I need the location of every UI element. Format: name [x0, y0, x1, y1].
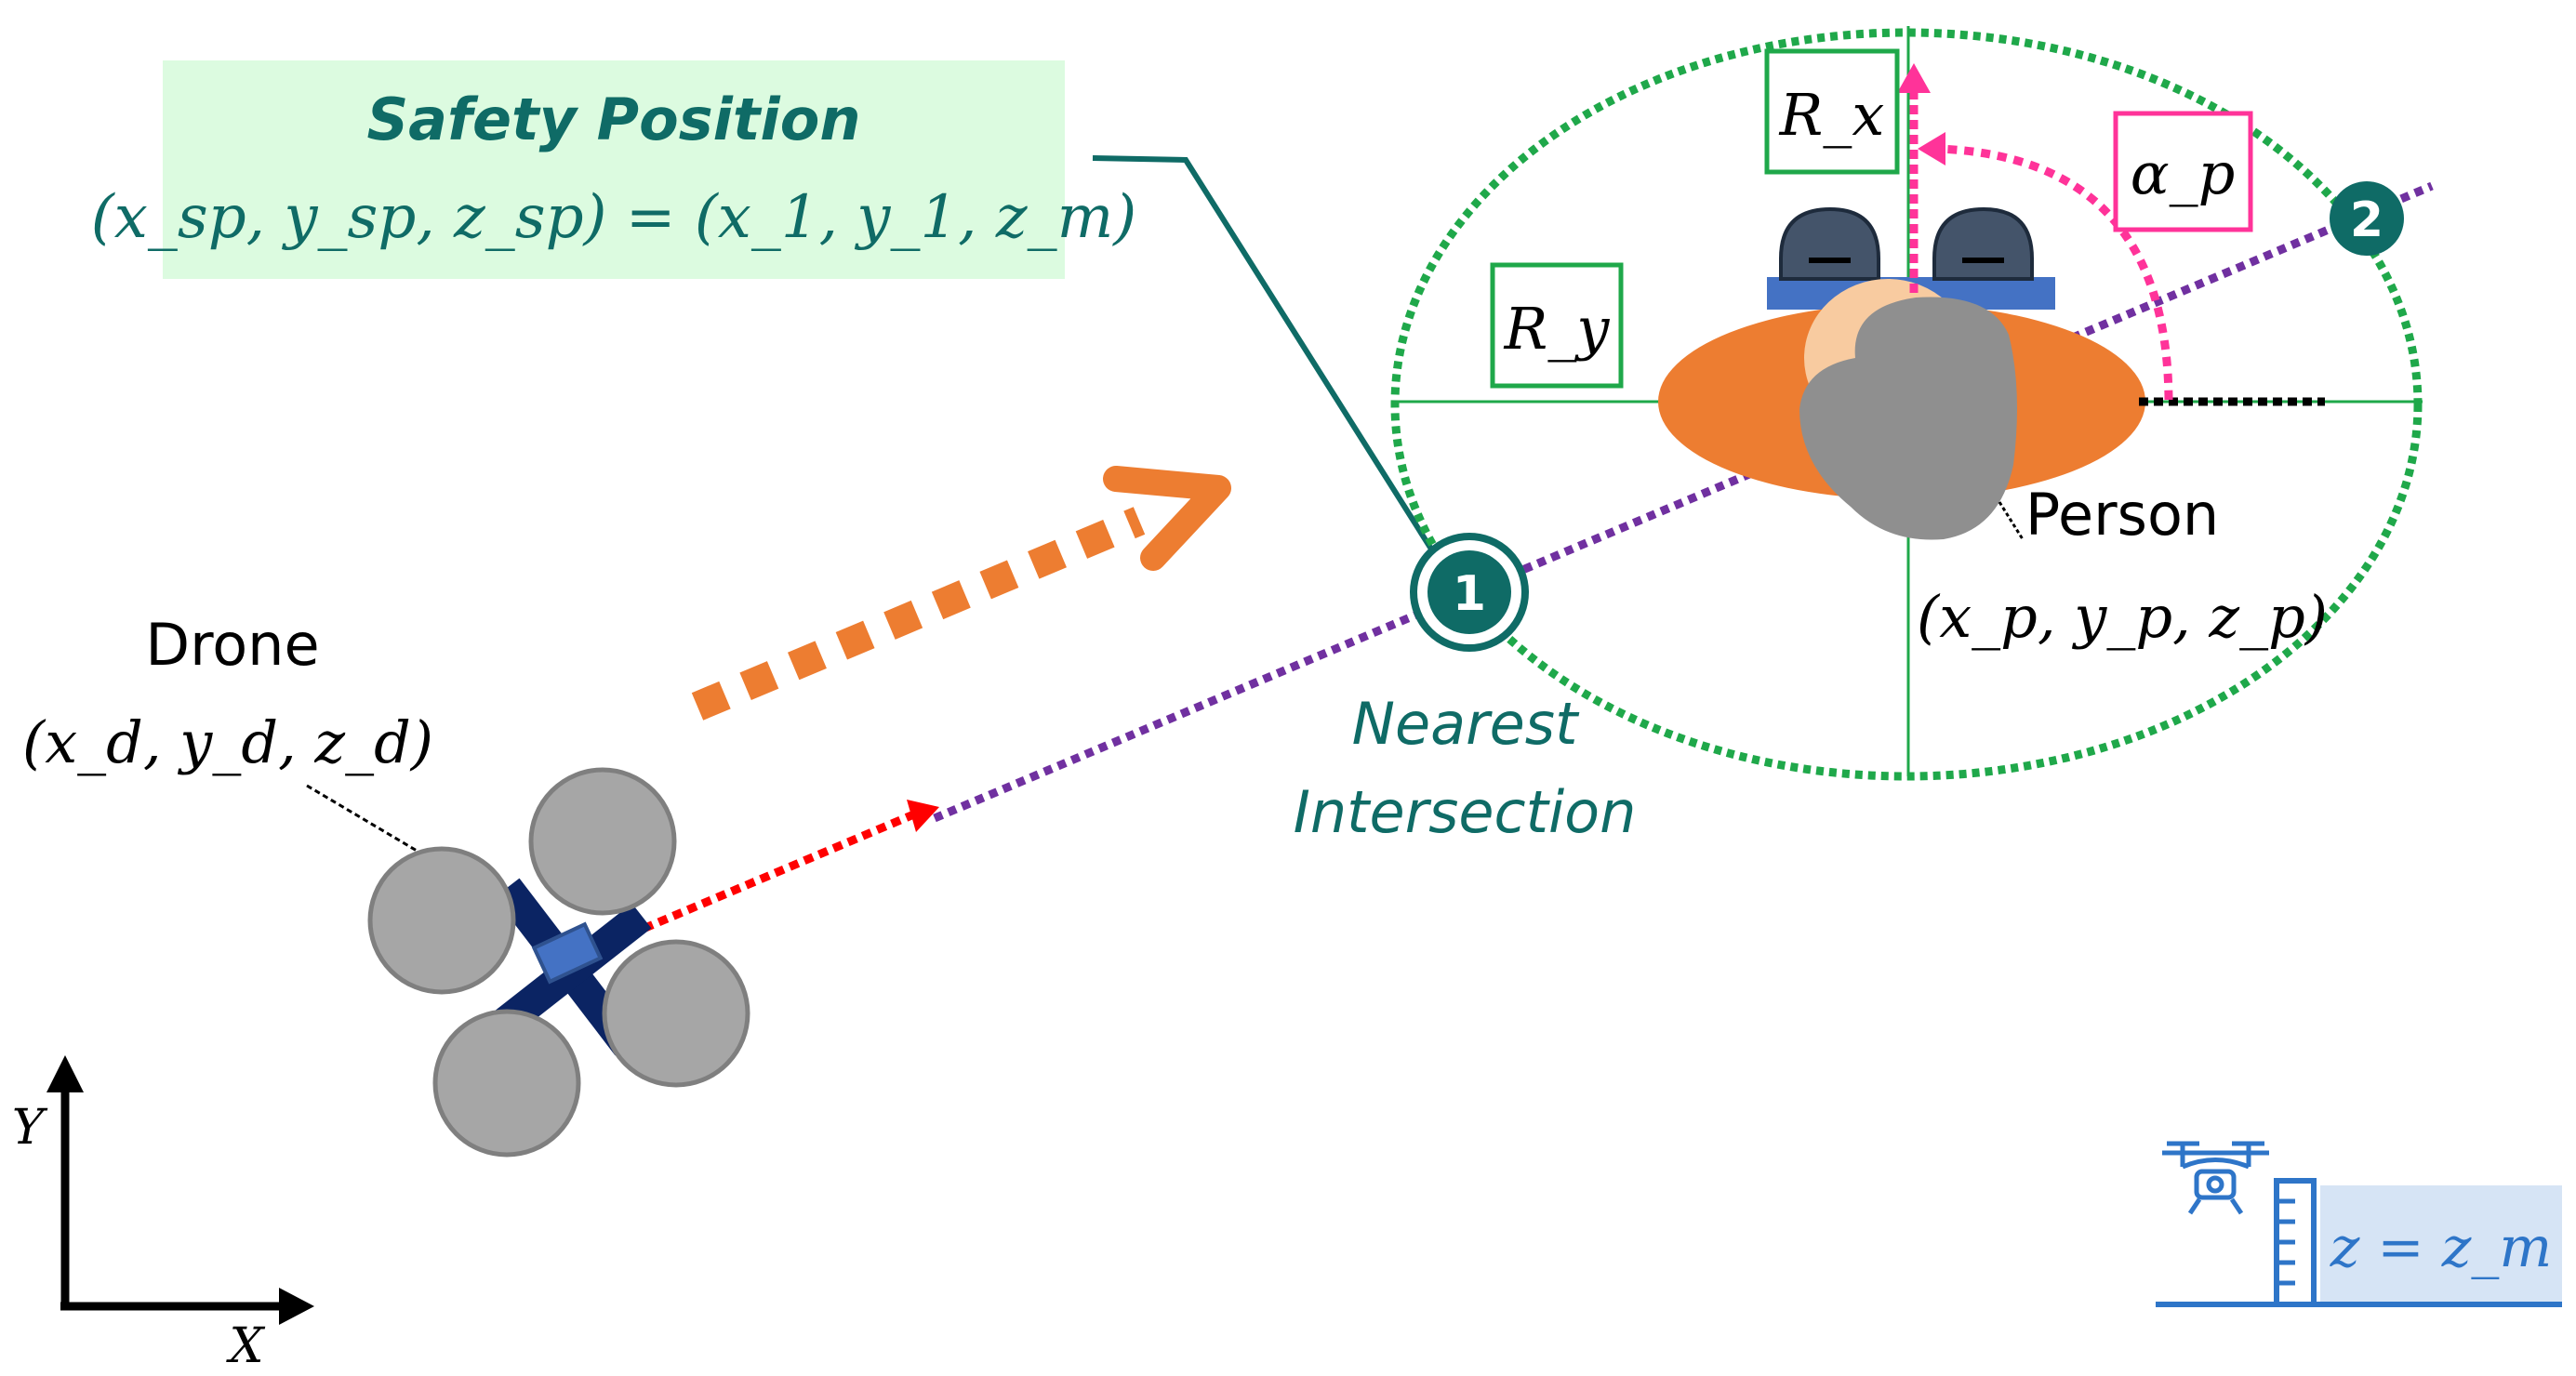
camera-ray-arrowhead	[907, 800, 939, 832]
ry-label: R_y	[1504, 295, 1611, 363]
axis-y-label: Y	[12, 1100, 48, 1156]
person-left-shoe	[1779, 206, 1880, 281]
nearest-label-line2: Intersection	[1294, 778, 1637, 846]
axis-x-label: X	[225, 1318, 265, 1374]
camera-ray-line	[584, 809, 918, 958]
intersection-marker-2	[2330, 181, 2404, 256]
mini-drone-icon	[2162, 1141, 2269, 1215]
safety-position-box	[163, 60, 1065, 279]
person-right-shoe	[1932, 206, 2034, 281]
drone-coords: (x_d, y_d, z_d)	[22, 708, 433, 776]
rx-arrowhead	[1897, 63, 1931, 93]
drone-icon	[367, 767, 750, 1158]
person-pointer	[1998, 501, 2025, 540]
motion-arrowhead	[1103, 466, 1231, 571]
altitude-label: z = z_m	[2330, 1215, 2553, 1280]
alpha-arrowhead	[1918, 132, 1945, 165]
intersection-marker-1-label: 1	[1453, 566, 1486, 622]
safety-ellipse	[1390, 28, 2423, 781]
safety-leader-line	[1092, 155, 1440, 560]
drone-label: Drone	[145, 611, 319, 679]
drone-ray-line	[933, 181, 2434, 823]
ry-box	[1490, 262, 1624, 389]
safety-position-formula: (x_sp, y_sp, z_sp) = (x_1, y_1, z_m)	[91, 183, 1136, 252]
safety-position-title: Safety Position	[367, 86, 861, 153]
alpha-box	[2113, 111, 2253, 232]
intersection-marker-2-label: 2	[2350, 192, 2383, 248]
nearest-label-line1: Nearest	[1352, 690, 1580, 758]
rx-box	[1764, 48, 1900, 175]
altitude-indicator	[2156, 1178, 2562, 1307]
person-coords: (x_p, y_p, z_p)	[1917, 583, 2328, 651]
rx-label: R_x	[1779, 81, 1885, 149]
person-head	[1799, 297, 2017, 540]
alpha-label: α_p	[2131, 139, 2236, 207]
intersection-marker-1	[1427, 550, 1511, 634]
axes-icon	[46, 1055, 314, 1325]
person-label: Person	[2025, 481, 2219, 549]
motion-arrow-line	[691, 507, 1146, 721]
